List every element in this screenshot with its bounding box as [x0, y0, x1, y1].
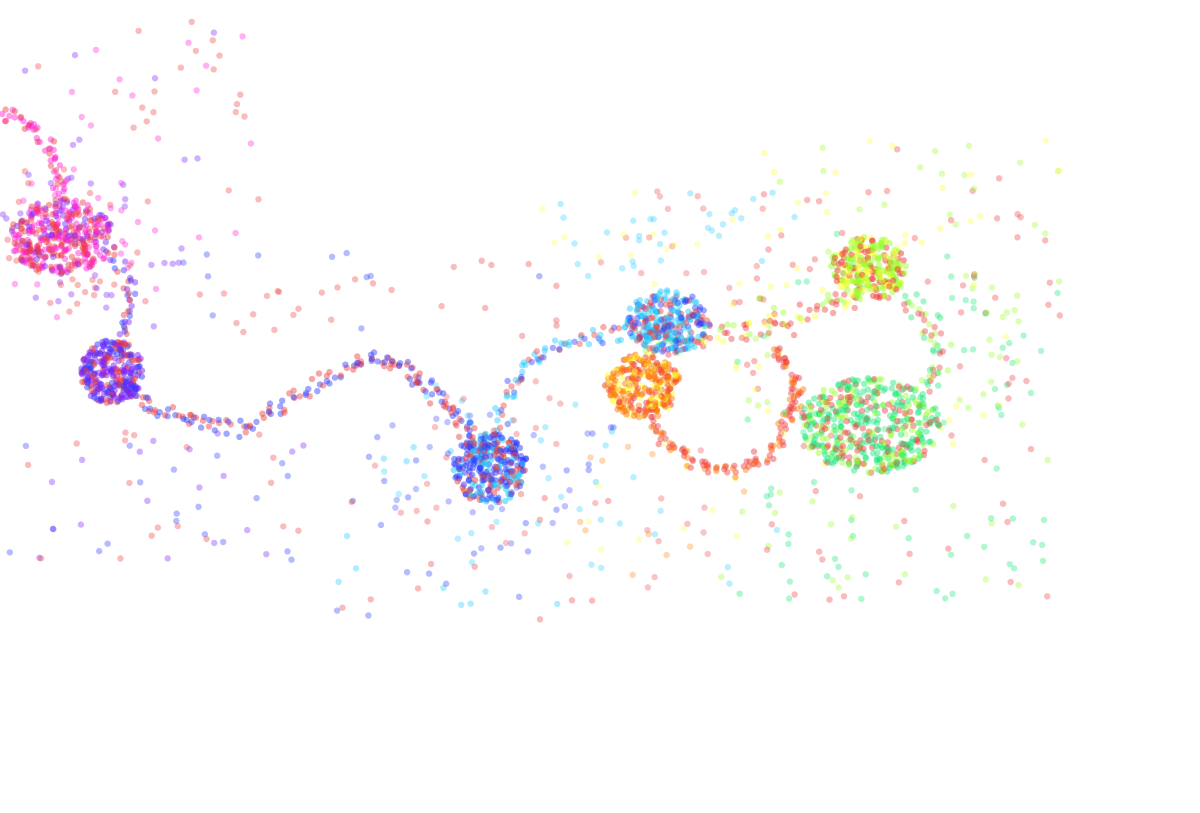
cyan-cluster	[624, 287, 713, 356]
green-cluster	[799, 375, 943, 476]
violet-cluster	[78, 337, 146, 406]
orange-cluster	[601, 351, 683, 421]
scattered-particles	[6, 18, 1064, 623]
magenta-cluster	[8, 196, 114, 278]
lime-cluster	[827, 234, 909, 303]
particle-halos	[0, 166, 1021, 566]
blue-cluster	[450, 430, 530, 506]
